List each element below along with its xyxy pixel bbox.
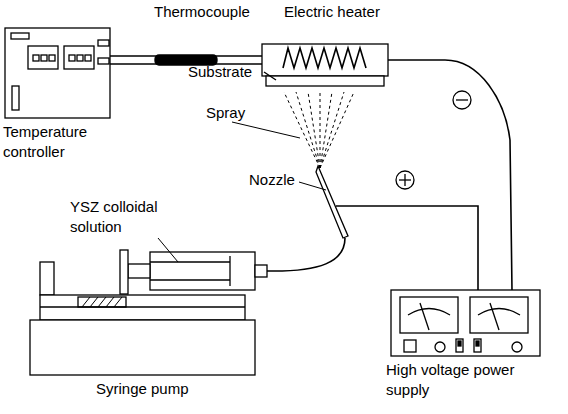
part-label: Temperature controller (3, 122, 95, 162)
part-label: Thermocouple (154, 2, 250, 22)
part-label: High voltage power supply (386, 360, 551, 400)
part-label: YSZ colloidal solution (70, 197, 170, 237)
part-label: Spray (206, 103, 245, 123)
part-label: Nozzle (249, 170, 295, 190)
part-label: Substrate (188, 62, 252, 82)
part-label: Syringe pump (96, 379, 189, 399)
part-label: Electric heater (284, 2, 380, 22)
